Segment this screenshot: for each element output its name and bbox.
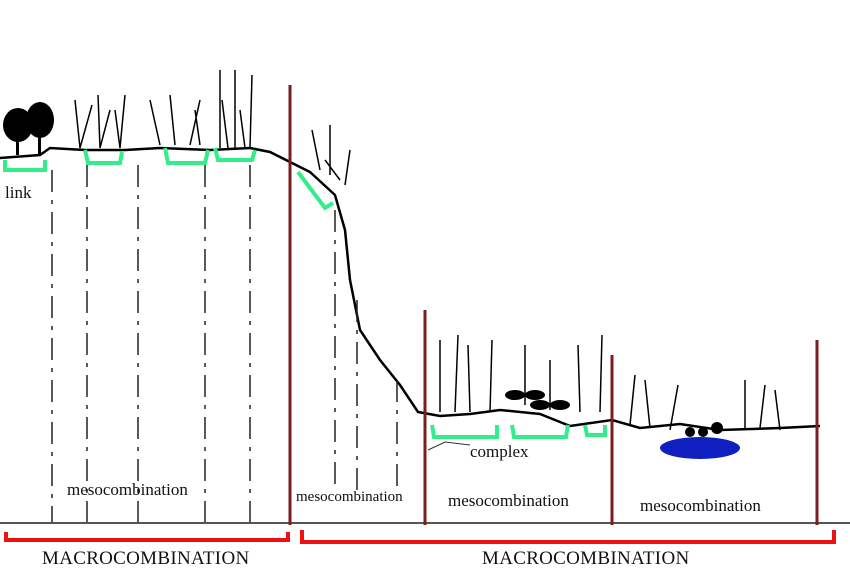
mesocombination-label-1: mesocombination bbox=[67, 480, 188, 499]
mesocombination-label-2: mesocombination bbox=[296, 489, 403, 505]
dashed-dividers bbox=[51, 165, 398, 522]
water-pond bbox=[660, 437, 740, 459]
mesocombination-label-3: mesocombination bbox=[448, 491, 569, 510]
macrocombination-label-1: MACROCOMBINATION bbox=[42, 548, 250, 569]
boundary-lines bbox=[288, 85, 819, 525]
plant-icons bbox=[74, 70, 781, 431]
macrocombination-label-2: MACROCOMBINATION bbox=[482, 548, 690, 569]
complex-label: complex bbox=[470, 442, 529, 461]
flower-leaves bbox=[505, 390, 723, 437]
link-brackets bbox=[3, 147, 607, 439]
tree-icons bbox=[3, 102, 54, 155]
mesocombination-label-4: mesocombination bbox=[640, 496, 761, 515]
macro-brackets bbox=[4, 530, 836, 544]
terrain-profile bbox=[0, 146, 821, 432]
link-label: link bbox=[5, 183, 32, 202]
